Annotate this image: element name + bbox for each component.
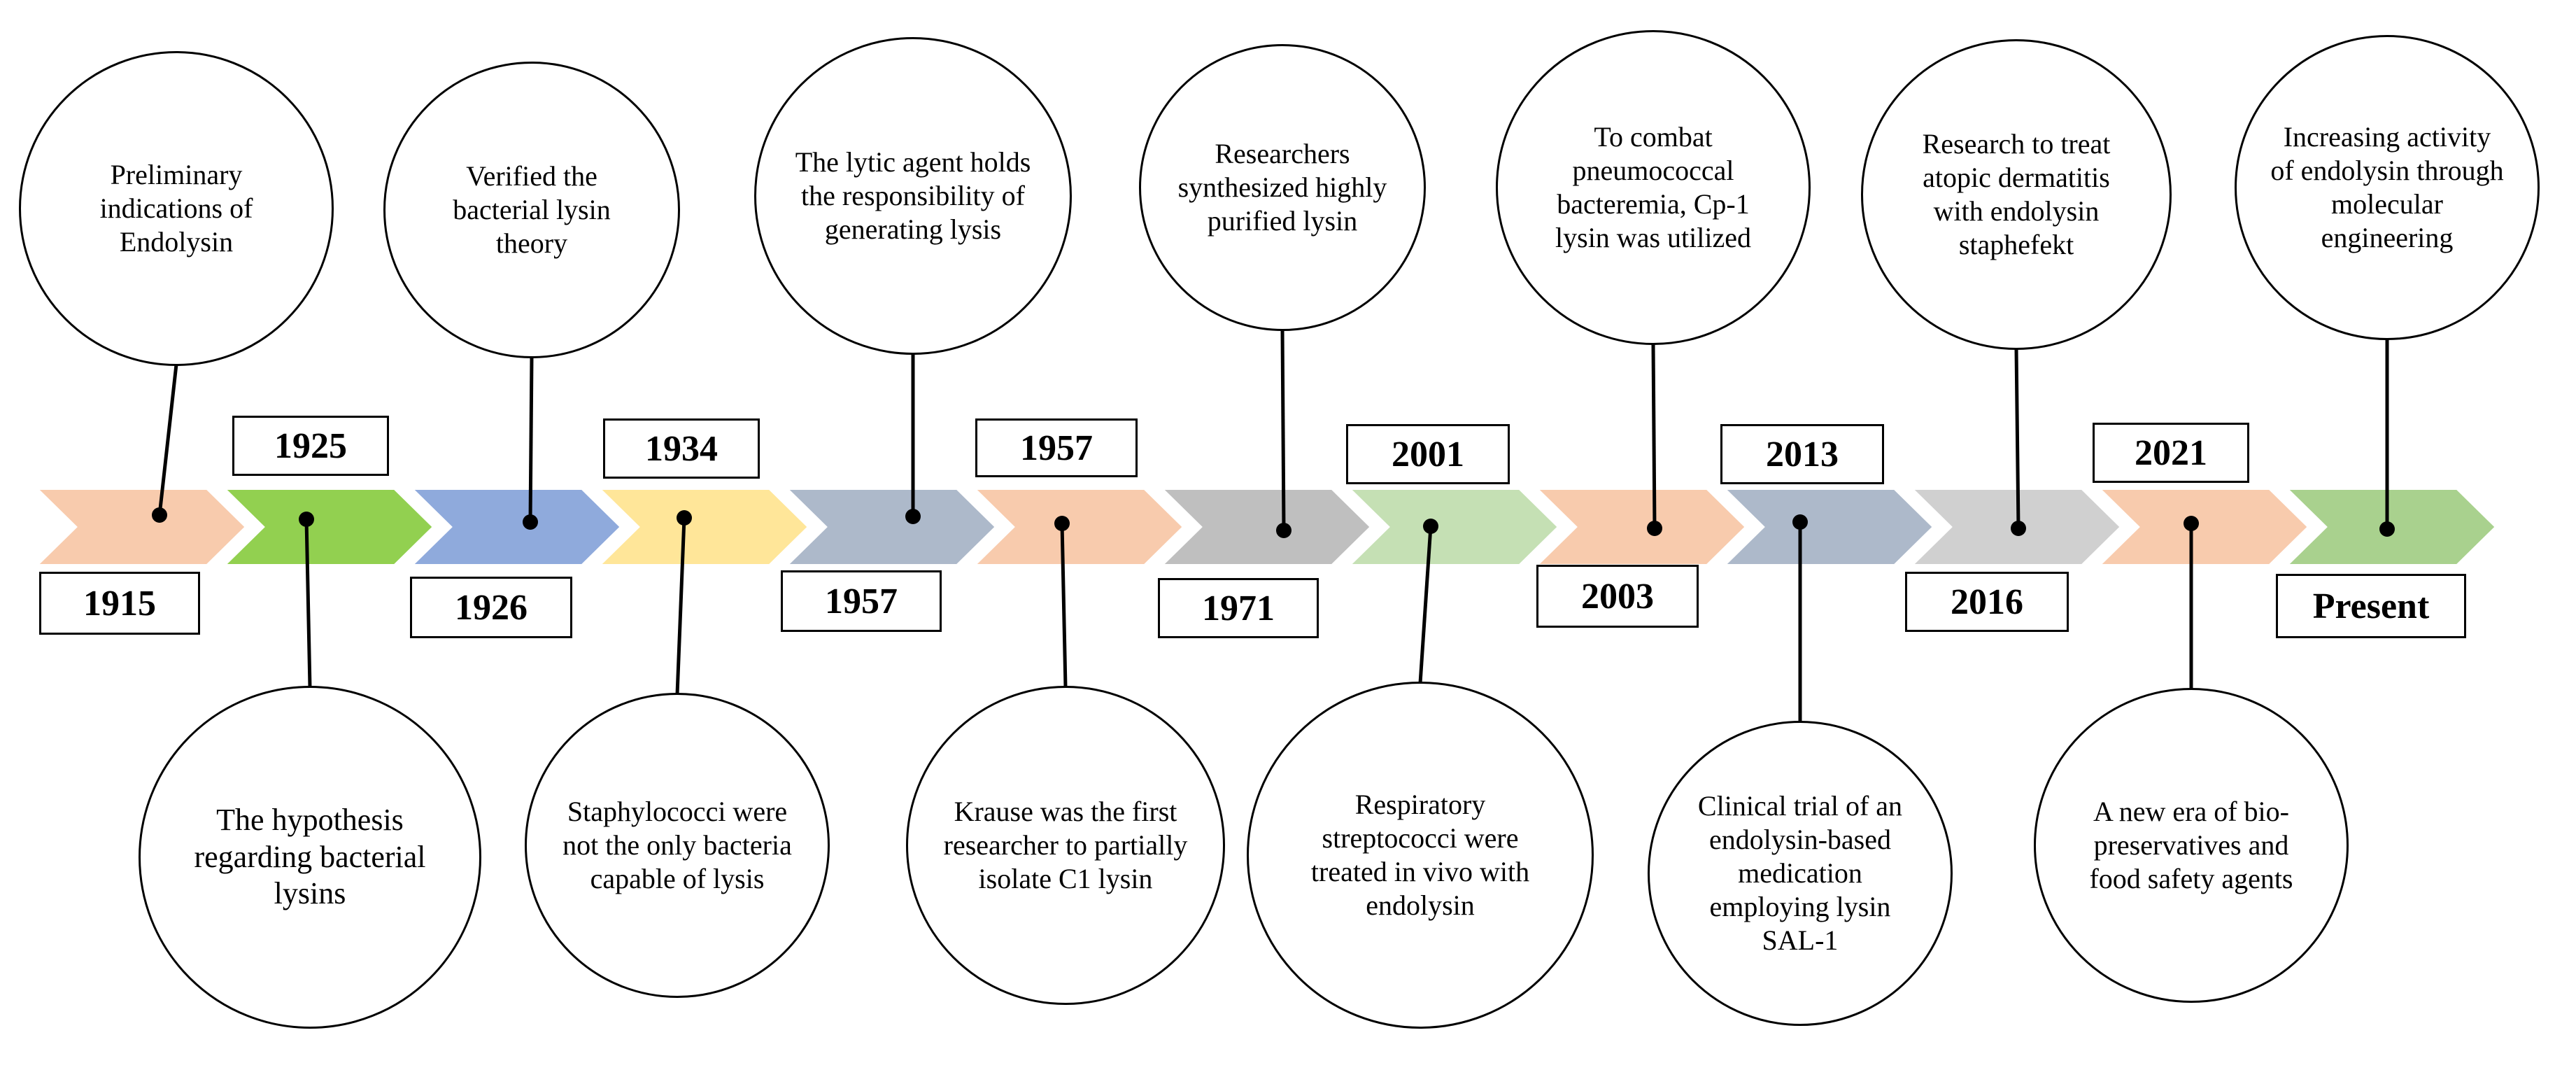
milestone-bubble-1: The hypothesis regarding bacterial lysin… <box>139 686 481 1029</box>
milestone-bubble-2: Verified the bacterial lysin theory <box>383 62 680 358</box>
timeline-chevron-9 <box>1720 487 1936 567</box>
year-label-1: 1925 <box>232 416 389 476</box>
connector-line-8 <box>1651 343 1657 529</box>
connector-line-10 <box>2014 348 2021 529</box>
milestone-dot-8 <box>1647 521 1662 536</box>
timeline-chevron-11 <box>2095 487 2311 567</box>
year-label-6: 1971 <box>1158 578 1319 638</box>
year-label-11: 2021 <box>2093 423 2249 483</box>
milestone-text-6: Researchers synthesized highly purified … <box>1177 138 1387 237</box>
milestone-dot-11 <box>2184 516 2199 531</box>
timeline-chevron-0 <box>33 487 248 567</box>
milestone-dot-5 <box>1054 516 1070 531</box>
connector-line-6 <box>1280 329 1286 531</box>
year-label-4: 1957 <box>781 570 942 632</box>
milestone-dot-7 <box>1423 519 1438 534</box>
milestone-dot-1 <box>299 512 314 527</box>
year-label-3: 1934 <box>603 418 760 479</box>
milestone-dot-0 <box>152 507 167 523</box>
milestone-bubble-6: Researchers synthesized highly purified … <box>1139 44 1426 331</box>
connector-line-5 <box>1060 523 1068 688</box>
milestone-text-2: Verified the bacterial lysin theory <box>453 160 611 259</box>
milestone-bubble-8: To combat pneumococcal bacteremia, Cp-1 … <box>1496 30 1811 345</box>
milestone-bubble-9: Clinical trial of an endolysin-based med… <box>1648 721 1953 1026</box>
timeline-chevron-4 <box>783 487 998 567</box>
milestone-bubble-12: Increasing activity of endolysin through… <box>2235 35 2540 340</box>
milestone-dot-3 <box>677 510 692 526</box>
milestone-dot-4 <box>905 509 921 524</box>
year-label-8: 2003 <box>1536 565 1699 628</box>
milestone-dot-2 <box>523 514 538 530</box>
year-label-2: 1926 <box>410 577 572 638</box>
milestone-text-5: Krause was the first researcher to parti… <box>943 796 1188 894</box>
milestone-text-8: To combat pneumococcal bacteremia, Cp-1 … <box>1555 121 1751 253</box>
timeline-chevron-6 <box>1158 487 1373 567</box>
timeline-chevron-5 <box>970 487 1186 567</box>
milestone-text-7: Respiratory streptococci were treated in… <box>1310 789 1530 921</box>
milestone-text-12: Increasing activity of endolysin through… <box>2270 121 2504 253</box>
milestone-bubble-10: Research to treat atopic dermatitis with… <box>1861 39 2172 350</box>
timeline-chevron-3 <box>595 487 811 567</box>
connector-line-0 <box>157 364 178 516</box>
milestone-bubble-4: The lytic agent holds the responsibility… <box>754 37 1072 355</box>
milestone-bubble-5: Krause was the first researcher to parti… <box>906 686 1225 1005</box>
milestone-bubble-11: A new era of bio-preservatives and food … <box>2034 688 2349 1003</box>
milestone-bubble-3: Staphylococci were not the only bacteria… <box>525 693 830 998</box>
milestone-dot-10 <box>2011 521 2026 536</box>
milestone-bubble-0: Preliminary indications of Endolysin <box>19 51 334 366</box>
timeline-chevron-8 <box>1533 487 1748 567</box>
timeline-chevron-2 <box>408 487 623 567</box>
milestone-text-9: Clinical trial of an endolysin-based med… <box>1697 790 1903 956</box>
milestone-dot-6 <box>1276 523 1291 538</box>
year-label-5: 1957 <box>975 418 1138 477</box>
milestone-dot-12 <box>2379 521 2395 537</box>
connector-line-3 <box>675 517 686 695</box>
milestone-text-11: A new era of bio-preservatives and food … <box>2089 796 2293 894</box>
connector-line-1 <box>304 519 312 688</box>
milestone-text-4: The lytic agent holds the responsibility… <box>795 146 1031 245</box>
milestone-text-10: Research to treat atopic dermatitis with… <box>1922 128 2111 260</box>
milestone-text-3: Staphylococci were not the only bacteria… <box>562 796 792 894</box>
timeline-chevron-1 <box>220 487 436 567</box>
year-label-12: Present <box>2276 574 2466 638</box>
milestone-text-1: The hypothesis regarding bacterial lysin… <box>194 802 426 911</box>
year-label-9: 2013 <box>1720 424 1884 484</box>
milestone-bubble-7: Respiratory streptococci were treated in… <box>1247 682 1594 1029</box>
timeline-chevron-7 <box>1345 487 1561 567</box>
year-label-7: 2001 <box>1346 424 1510 484</box>
year-label-0: 1915 <box>39 572 200 635</box>
milestone-text-0: Preliminary indications of Endolysin <box>99 159 253 258</box>
year-label-10: 2016 <box>1905 572 2069 632</box>
milestone-dot-9 <box>1792 514 1808 530</box>
connector-line-7 <box>1418 526 1433 684</box>
connector-line-2 <box>528 356 534 523</box>
